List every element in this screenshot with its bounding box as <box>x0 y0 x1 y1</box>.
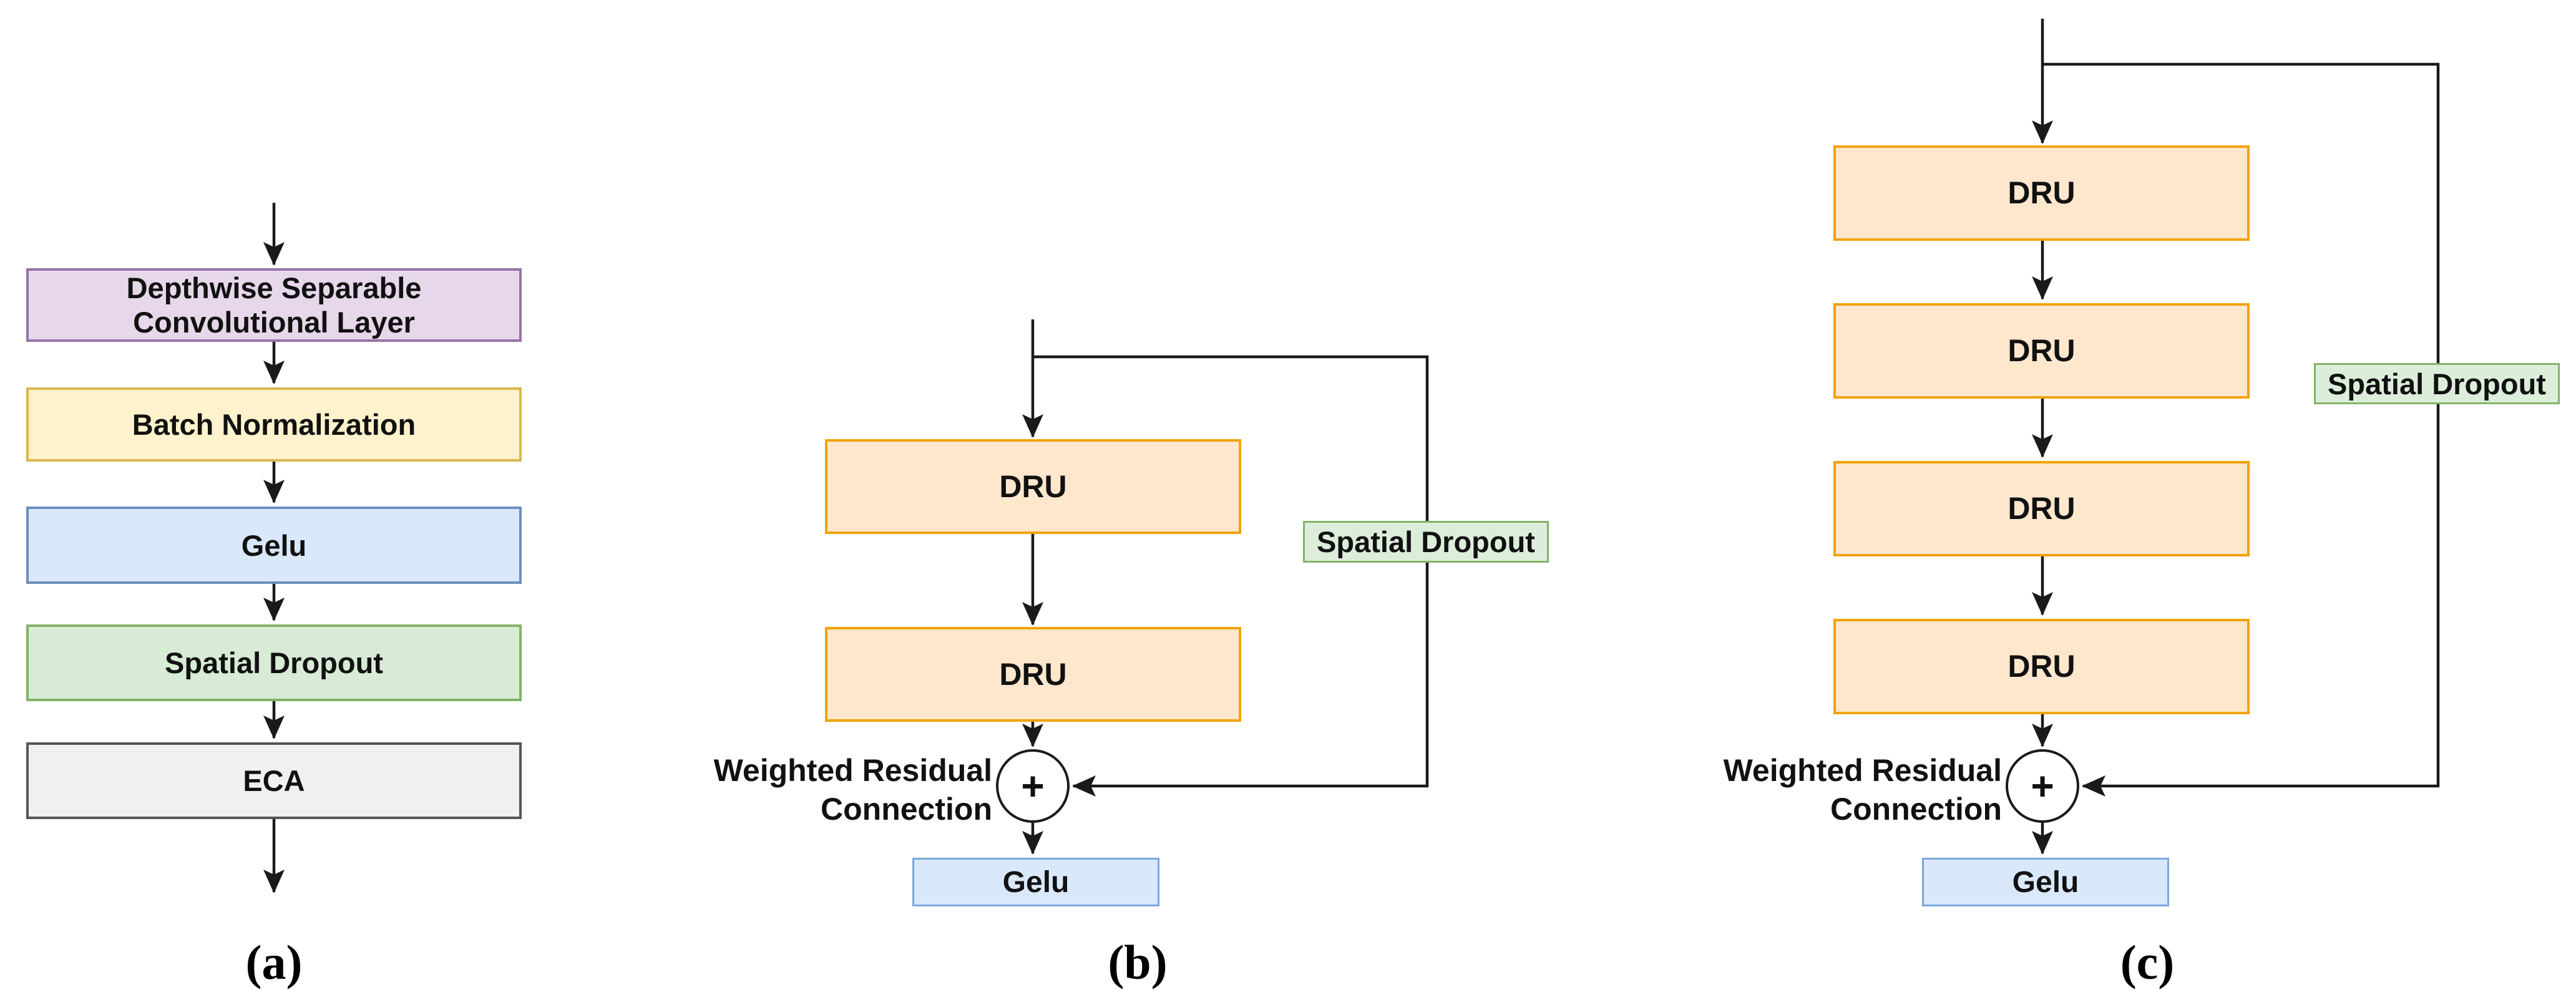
weighted-residual-label-c: Weighted Residual Connection <box>1652 751 2002 828</box>
subfigure-label-b: (b) <box>1108 935 1168 989</box>
weighted-residual-label-b: Weighted Residual Connection <box>643 751 992 828</box>
weighted-residual-label-b-line2: Connection <box>821 792 992 827</box>
flow-box-dru-c1: DRU <box>1833 145 2250 241</box>
flow-box-eca: ECA <box>26 742 522 819</box>
flow-box-dru-b1: DRU <box>825 439 1241 534</box>
subfigure-label-a: (a) <box>245 935 303 989</box>
sum-plus-b: + <box>1021 764 1045 808</box>
skip-line-b <box>1033 355 1429 797</box>
flow-box-dru-c2: DRU <box>1833 303 2250 399</box>
subfigure-label-c: (c) <box>2120 935 2175 989</box>
flow-box-batch-normalization: Batch Normalization <box>26 387 522 462</box>
flow-box-depthwise-separable-conv: Depthwise Separable Convolutional Layer <box>26 268 522 342</box>
flow-box-gelu-c: Gelu <box>1922 858 2169 906</box>
flow-box-spatial-dropout-a: Spatial Dropout <box>26 624 522 701</box>
weighted-residual-label-c-line2: Connection <box>1830 792 2002 827</box>
flow-box-gelu-a: Gelu <box>26 507 522 584</box>
weighted-residual-label-c-line1: Weighted Residual <box>1723 753 2002 788</box>
flow-box-gelu-b: Gelu <box>912 858 1159 906</box>
skip-box-spatial-dropout-c: Spatial Dropout <box>2314 363 2560 404</box>
flow-box-dru-c4: DRU <box>1833 619 2250 714</box>
sum-circle-c <box>2006 749 2079 823</box>
sum-circle-b <box>996 749 1070 823</box>
skip-line-c <box>2042 62 2440 797</box>
sum-plus-c: + <box>2031 764 2054 808</box>
skip-box-spatial-dropout-b: Spatial Dropout <box>1303 521 1549 563</box>
flow-box-dru-c3: DRU <box>1833 461 2250 556</box>
weighted-residual-label-b-line1: Weighted Residual <box>713 753 992 788</box>
flow-box-dru-b2: DRU <box>825 627 1241 722</box>
